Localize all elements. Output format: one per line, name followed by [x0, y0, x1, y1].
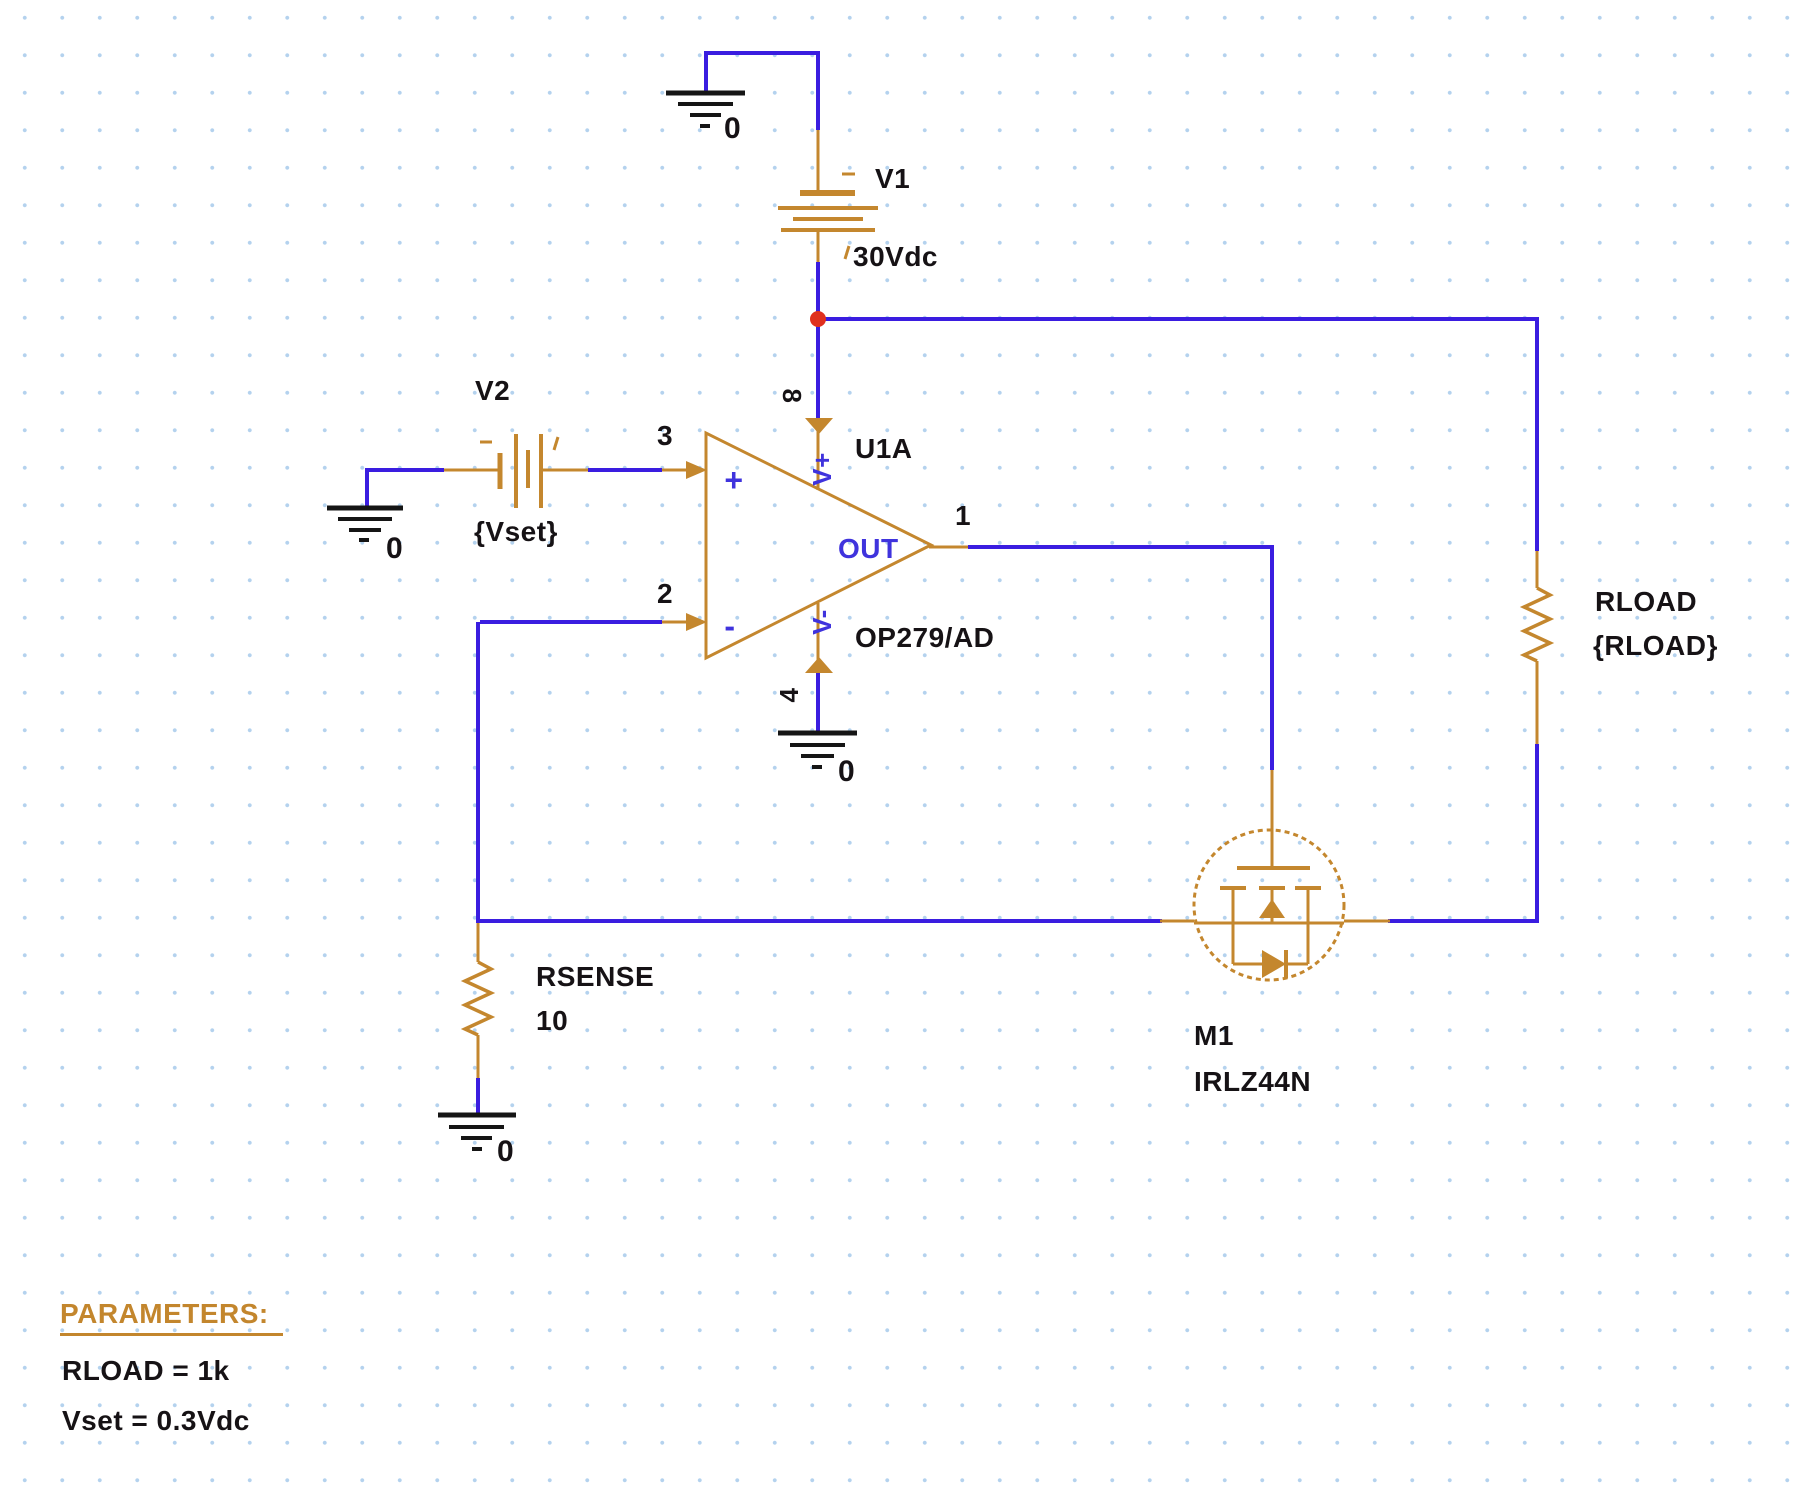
pin-arrow [686, 461, 707, 479]
ground-label-v2[interactable]: 0 [386, 532, 404, 565]
v1-value-label[interactable]: 30Vdc [853, 241, 938, 272]
opamp-out-pin-label: OUT [838, 533, 899, 564]
plus-polarity-mark [843, 245, 851, 260]
parameters-title[interactable]: PARAMETERS: [60, 1300, 283, 1336]
mosfet-ref-label[interactable]: M1 [1194, 1020, 1234, 1051]
opamp-vplus-pin-label: V+ [807, 452, 837, 486]
v2-value-label[interactable]: {Vset} [474, 516, 558, 547]
opamp-pin3-number[interactable]: 3 [657, 420, 674, 451]
ground-symbol-v1[interactable] [666, 90, 745, 128]
opamp-vminus-pin-label: V- [807, 609, 837, 635]
wire-net-feedback[interactable] [476, 620, 1162, 923]
rload-resistor-symbol[interactable] [1519, 551, 1555, 744]
mosfet-value-label[interactable]: IRLZ44N [1194, 1066, 1312, 1097]
junction-dot [810, 311, 826, 327]
v2-ref-label[interactable]: V2 [475, 375, 511, 406]
rsense-ref-label[interactable]: RSENSE [536, 961, 655, 992]
parameter-rload[interactable]: RLOAD = 1k [62, 1355, 230, 1386]
wire-net-vset[interactable] [365, 468, 662, 506]
opamp-pin4-number[interactable]: 4 [774, 687, 804, 703]
rsense-resistor-symbol[interactable] [460, 923, 496, 1078]
wire-net-drain-rload[interactable] [1388, 744, 1539, 923]
pin-arrow [805, 418, 833, 434]
plus-polarity-mark [552, 436, 560, 451]
resistor-zigzag [1519, 586, 1555, 663]
substrate-arrow [1259, 899, 1285, 918]
pin-arrow [805, 657, 833, 673]
body-diode [1262, 950, 1286, 978]
opamp-ref-label[interactable]: U1A [855, 433, 913, 464]
rload-ref-label[interactable]: RLOAD [1595, 586, 1698, 617]
rsense-value-label[interactable]: 10 [536, 1005, 569, 1036]
rload-value-label[interactable]: {RLOAD} [1593, 630, 1718, 661]
ground-symbol-opamp[interactable] [778, 730, 857, 769]
opamp-pin2-number[interactable]: 2 [657, 578, 674, 609]
opamp-symbol[interactable] [662, 418, 968, 673]
opamp-pin8-number[interactable]: 8 [777, 388, 807, 404]
mosfet-circle [1192, 828, 1346, 982]
v1-ref-label[interactable]: V1 [875, 163, 911, 194]
v2-source-symbol[interactable] [444, 434, 588, 508]
ground-label-opamp[interactable]: 0 [838, 755, 856, 788]
opamp-part-label[interactable]: OP279/AD [855, 622, 995, 653]
ground-symbol-v2[interactable] [327, 505, 403, 542]
wire-net-ground-v1[interactable] [704, 51, 820, 130]
ground-symbol-rsense[interactable] [438, 1112, 516, 1151]
opamp-minus-input-sign: - [724, 608, 736, 644]
wire-net-opamp-out[interactable] [968, 545, 1274, 770]
parameter-vset[interactable]: Vset = 0.3Vdc [62, 1405, 250, 1436]
pin-arrow [686, 613, 707, 631]
opamp-plus-input-sign: + [724, 462, 744, 498]
v1-source-symbol[interactable] [778, 130, 878, 262]
wire-net-supply[interactable] [816, 262, 1539, 551]
ground-label-rsense[interactable]: 0 [497, 1135, 515, 1168]
ground-label-v1[interactable]: 0 [724, 112, 742, 145]
mosfet-symbol[interactable] [1160, 770, 1390, 982]
resistor-zigzag [460, 960, 496, 1037]
opamp-pin1-number[interactable]: 1 [955, 500, 972, 531]
